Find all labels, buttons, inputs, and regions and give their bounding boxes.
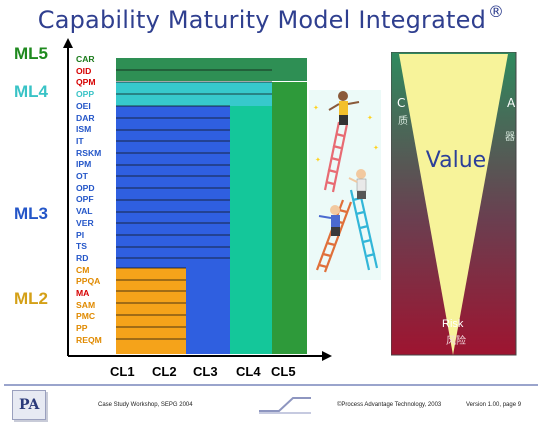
ml3-label: ML3 bbox=[14, 204, 48, 223]
process-area-dar: DAR bbox=[76, 112, 95, 123]
process-area-qpm: QPM bbox=[76, 77, 96, 88]
process-area-pp: PP bbox=[76, 323, 88, 334]
process-area-opp: OPP bbox=[76, 89, 95, 100]
process-area-ot: OT bbox=[76, 171, 88, 181]
ml2-label: ML2 bbox=[14, 289, 48, 308]
cl2-label: CL2 bbox=[152, 364, 177, 379]
cl4-column bbox=[230, 106, 272, 354]
ml5-label: ML5 bbox=[14, 44, 48, 63]
process-area-oei: OEI bbox=[76, 100, 91, 111]
process-area-val: VAL bbox=[76, 206, 93, 217]
cl5-column bbox=[272, 82, 307, 354]
process-area-it: IT bbox=[76, 135, 84, 146]
process-area-opf: OPF bbox=[76, 194, 94, 205]
process-area-rskm: RSKM bbox=[76, 147, 102, 158]
process-area-ver: VER bbox=[76, 217, 94, 228]
process-area-cm: CM bbox=[76, 264, 90, 275]
footer-divider bbox=[4, 384, 538, 386]
process-area-pmc: PMC bbox=[76, 311, 96, 322]
process-area-ism: ISM bbox=[76, 124, 92, 135]
footer-logo: PA bbox=[12, 390, 46, 420]
capability-bars bbox=[116, 58, 307, 354]
process-area-ts: TS bbox=[76, 241, 87, 252]
cl3-label: CL3 bbox=[193, 364, 218, 379]
process-area-rd: RD bbox=[76, 252, 89, 263]
slide-title: Capability Maturity Model Integrated® bbox=[37, 2, 505, 34]
value-side-glyph-right: 器 bbox=[505, 132, 515, 143]
svg-text:✦: ✦ bbox=[315, 156, 321, 164]
process-area-pi: PI bbox=[76, 229, 85, 240]
footer-copyright: ©Process Advantage Technology, 2003 bbox=[337, 402, 442, 408]
footer-step-icon bbox=[259, 397, 311, 414]
footer-version: Version 1.00, page 9 bbox=[466, 402, 522, 408]
process-area-ppqa: PPQA bbox=[76, 276, 101, 287]
cl1-label: CL1 bbox=[110, 364, 135, 379]
risk-label: Risk bbox=[442, 318, 464, 330]
value-side-glyph-left: 质 bbox=[398, 116, 408, 127]
svg-text:✦: ✦ bbox=[367, 114, 373, 122]
risk-label-cn: 风险 bbox=[446, 336, 466, 347]
process-area-sam: SAM bbox=[76, 299, 96, 310]
cl2-block bbox=[116, 268, 186, 354]
svg-text:✦: ✦ bbox=[313, 104, 319, 112]
ladder-climbers-illustration: ✦ ✦ ✦ ✦ bbox=[309, 90, 381, 280]
process-area-oid: OID bbox=[76, 65, 92, 76]
ml4-label: ML4 bbox=[14, 82, 48, 101]
value-glyph-right: A bbox=[507, 96, 516, 110]
svg-text:✦: ✦ bbox=[373, 144, 379, 152]
value-risk-panel bbox=[391, 52, 517, 356]
y-axis-arrow bbox=[63, 38, 73, 48]
process-area-ma: MA bbox=[76, 288, 90, 298]
ml5-band bbox=[116, 58, 307, 81]
footer-workshop: Case Study Workshop, SEPG 2004 bbox=[98, 402, 193, 408]
x-axis-arrow bbox=[322, 351, 332, 361]
value-glyph-left: C bbox=[397, 96, 406, 110]
process-area-ipm: IPM bbox=[76, 159, 92, 170]
process-area-reqm: REQM bbox=[76, 334, 102, 345]
value-funnel bbox=[399, 54, 508, 355]
cl4-label: CL4 bbox=[236, 364, 261, 379]
process-area-opd: OPD bbox=[76, 182, 95, 193]
cl5-label: CL5 bbox=[271, 364, 296, 379]
value-label: Value bbox=[425, 148, 487, 173]
process-area-car: CAR bbox=[76, 54, 95, 64]
